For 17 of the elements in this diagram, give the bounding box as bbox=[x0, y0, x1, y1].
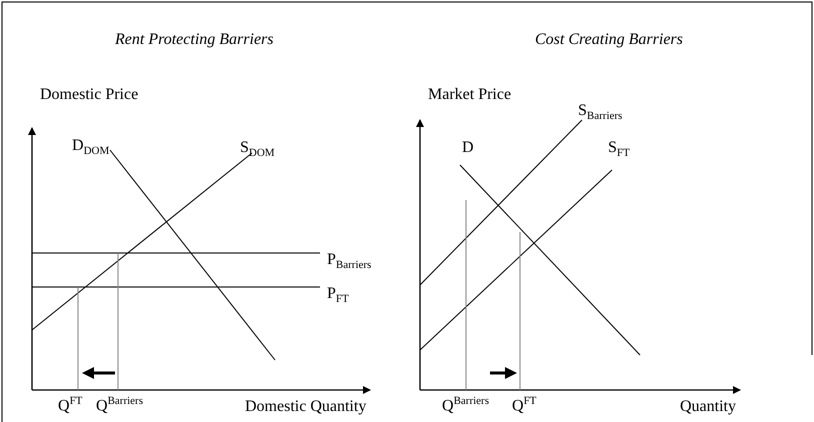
axis-label: Market Price bbox=[428, 87, 512, 103]
curve-label: S$_{FT}$ bbox=[608, 140, 630, 160]
tick-label: Q$^{Barriers}$ bbox=[96, 396, 143, 414]
curve-label: D bbox=[462, 140, 474, 156]
axis-label: Domestic Quantity bbox=[245, 399, 366, 415]
tick-label: Q$^{Barriers}$ bbox=[442, 396, 489, 414]
axis-label: Domestic Price bbox=[40, 87, 138, 103]
tick-label: Q$^{FT}$ bbox=[58, 396, 82, 414]
curve-label: P$_{Barriers}$ bbox=[327, 252, 372, 272]
panel-title: Cost Creating Barriers bbox=[535, 32, 683, 48]
panel-title: Rent Protecting Barriers bbox=[115, 32, 274, 48]
curve-label: P$_{FT}$ bbox=[327, 286, 349, 306]
curve-label: S$_{Barriers}$ bbox=[578, 103, 622, 122]
axis-label: Quantity bbox=[680, 399, 736, 415]
tick-label: Q$^{FT}$ bbox=[512, 396, 536, 414]
curve-label: S$_{DOM}$ bbox=[240, 140, 275, 160]
curve-label: D$_{DOM}$ bbox=[72, 138, 110, 158]
